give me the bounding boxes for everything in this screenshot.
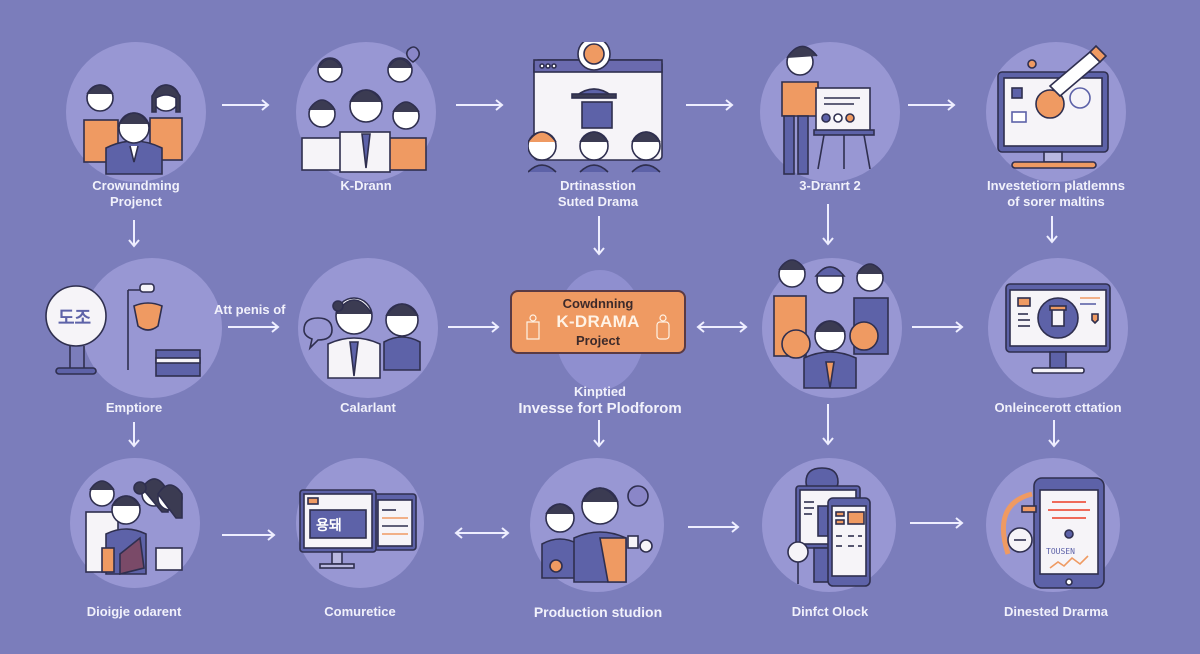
label-line: Emptiore	[105, 400, 163, 415]
node-label: Kinptied Invesse fort Plodforom	[480, 384, 720, 418]
center-project-box[interactable]: Cowdnning K-DRAMA Project	[510, 290, 686, 354]
production-crew-icon	[541, 485, 653, 583]
node-crowdfunding-project	[66, 42, 206, 182]
group-of-people-icon	[83, 84, 183, 175]
node-production-studio	[530, 458, 670, 598]
arrow-down	[593, 420, 605, 448]
label-line: Invesse fort Plodforom	[518, 400, 682, 417]
arrow-right	[448, 321, 500, 333]
arrow-right	[686, 99, 734, 111]
arrow-down	[1046, 216, 1058, 244]
node-label: Production studion	[478, 604, 718, 620]
svg-text:도조: 도조	[58, 308, 91, 329]
svg-text:용돼: 용돼	[316, 518, 342, 534]
arrow-right	[228, 321, 280, 333]
bottle-icon	[656, 314, 670, 340]
actors-duo-icon	[303, 297, 421, 379]
node-label: Dinfct Olock	[710, 604, 950, 620]
label-line: Comuretice	[324, 604, 396, 619]
center-line-3: Project	[575, 333, 621, 348]
monitor-investment-icon	[997, 44, 1109, 169]
arrow-right	[908, 99, 956, 111]
audience-group-icon	[85, 478, 183, 576]
phone-analytics-icon: TOUSEN	[1000, 477, 1105, 589]
label-line: 3-Dranrt 2	[799, 178, 861, 193]
label-line: Production studion	[533, 604, 663, 620]
label-line: Dinfct Olock	[791, 604, 869, 619]
devices-icon	[787, 467, 871, 587]
arrow-right	[910, 517, 964, 529]
node-distribution	[528, 42, 668, 182]
fan-crowd-icon	[773, 259, 889, 389]
studio-equipment-icon: 도조	[45, 283, 201, 377]
node-fans	[762, 258, 902, 398]
video-call-icon	[528, 42, 663, 173]
node-commerce: 용돼	[296, 458, 436, 598]
label-line: Dinested Drarma	[1003, 604, 1109, 619]
arrow-right	[456, 99, 504, 111]
svg-text:TOUSEN: TOUSEN	[1046, 547, 1075, 556]
label-line: Calarlant	[340, 400, 396, 415]
center-line-1: Cowdnning	[562, 296, 634, 311]
node-label: Drtinasstion Suted Drama	[478, 178, 718, 210]
monitor-dashboard-icon	[1005, 283, 1111, 374]
label-line: Dioigje odarent	[86, 604, 182, 619]
arrow-down	[1048, 420, 1060, 448]
node-label: Emptiore	[14, 400, 254, 416]
label-line: Suted Drama	[557, 194, 639, 209]
label-line: Drtinasstion	[560, 178, 636, 193]
presentation-easel-icon	[781, 45, 875, 175]
node-label: Dinested Drarma	[936, 604, 1176, 620]
arrow-right	[222, 99, 270, 111]
desktop-korean-icon: 용돼	[299, 489, 417, 569]
ticket-stub-icon	[526, 314, 540, 340]
arrow-down	[593, 216, 605, 256]
label-line: Projenct	[109, 194, 162, 209]
node-label: 3-Dranrt 2	[710, 178, 950, 194]
center-line-2: K-DRAMA	[556, 312, 640, 331]
node-direct-clock	[762, 458, 902, 598]
node-investment-platforms	[986, 42, 1126, 182]
node-dialogue-audience	[70, 458, 210, 598]
arrow-down	[128, 220, 140, 248]
node-drama-pitch	[760, 42, 900, 182]
node-label: Comuretice	[240, 604, 480, 620]
node-label: Calarlant	[248, 400, 488, 416]
label-line: Investetiorn platlemns	[987, 178, 1125, 193]
node-label: Investetiorn platlemns of sorer maltins	[936, 178, 1176, 210]
arrow-right	[222, 529, 276, 541]
label-line: of sorer maltins	[1007, 194, 1105, 209]
arrow-down	[822, 404, 834, 446]
arrow-bidirectional	[696, 321, 748, 333]
label-line: Crowundming	[92, 178, 180, 193]
node-k-drama	[296, 42, 436, 182]
arrow-right	[688, 521, 740, 533]
arrow-bidirectional	[454, 527, 510, 539]
node-talent	[298, 258, 438, 398]
node-label: Onleincerott cttation	[938, 400, 1178, 416]
label-line: K-Drann	[340, 178, 392, 193]
label-line: Kinptied	[574, 384, 626, 399]
edge-label: Att penis of	[214, 302, 286, 317]
label-line: Onleincerott cttation	[994, 400, 1122, 415]
arrow-down	[822, 204, 834, 246]
node-digested-drama: TOUSEN	[986, 458, 1126, 598]
node-online-creation	[988, 258, 1128, 398]
arrow-right	[912, 321, 964, 333]
node-label: Dioigje odarent	[14, 604, 254, 620]
node-label: K-Drann	[246, 178, 486, 194]
node-label: Crowundming Projenct	[16, 178, 256, 210]
arrow-down	[128, 422, 140, 448]
fan-group-icon	[301, 46, 427, 173]
